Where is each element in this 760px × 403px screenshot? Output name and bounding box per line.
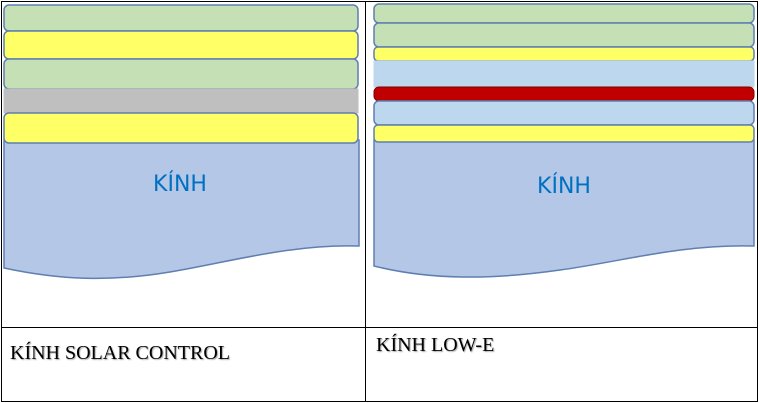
glass-substrate-left bbox=[3, 139, 360, 280]
glass-label-left: KÍNH bbox=[153, 171, 207, 197]
layer-yellow-1 bbox=[373, 46, 755, 62]
layer-red bbox=[373, 86, 755, 102]
layer-lightblue-1 bbox=[373, 60, 755, 88]
caption-low-e: KÍNH LOW-E bbox=[376, 334, 495, 356]
glass-substrate-right bbox=[373, 139, 755, 278]
solar-control-diagram: KÍNH bbox=[3, 4, 360, 280]
layer-green-2 bbox=[373, 22, 755, 48]
glass-label-right: KÍNH bbox=[537, 173, 591, 199]
layer-yellow-2 bbox=[373, 124, 755, 143]
layer-green-1 bbox=[3, 4, 359, 32]
layer-yellow-1 bbox=[3, 30, 359, 60]
layer-green-1 bbox=[373, 3, 755, 24]
layer-gray bbox=[3, 88, 359, 114]
low-e-diagram: KÍNH bbox=[373, 3, 755, 278]
layer-yellow-2 bbox=[3, 112, 359, 144]
layer-lightblue-2 bbox=[373, 100, 755, 126]
layer-green-2 bbox=[3, 58, 359, 90]
caption-solar-control: KÍNH SOLAR CONTROL bbox=[10, 342, 230, 364]
